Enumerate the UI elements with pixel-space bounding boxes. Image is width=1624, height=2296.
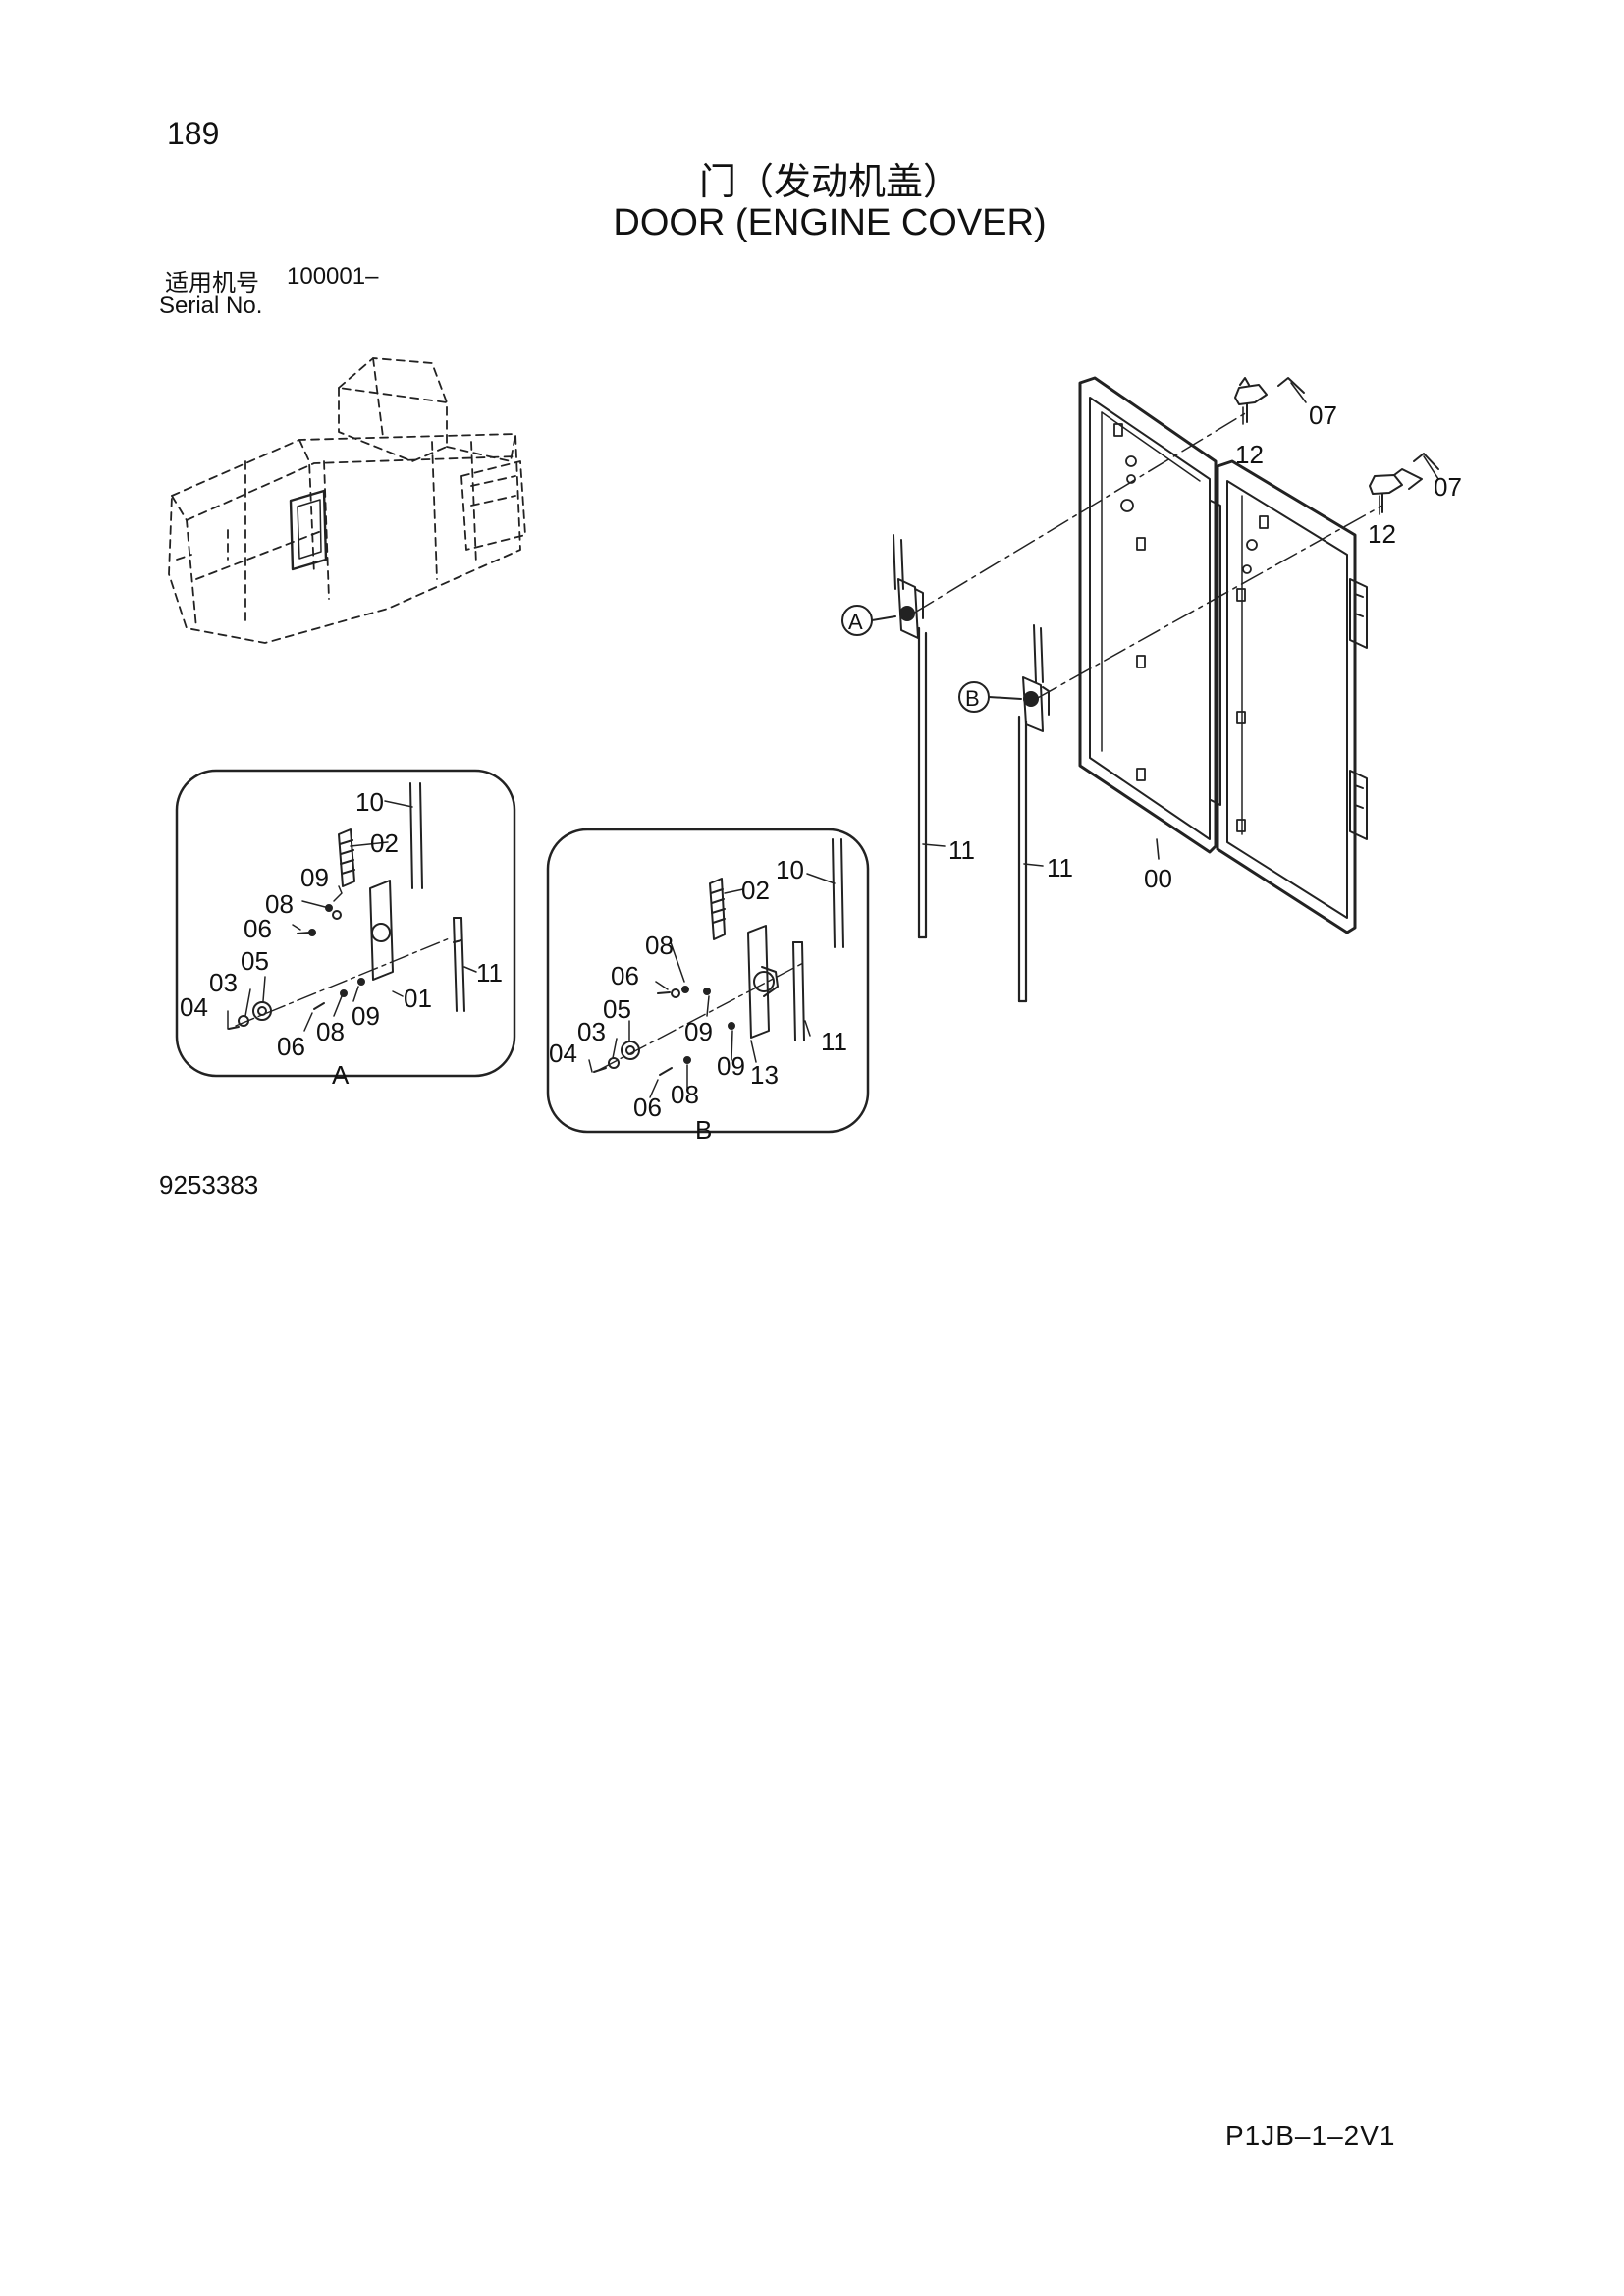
detail-a-callout-08-upper: 08 [265,889,294,919]
detail-marker-b [958,681,1022,713]
callout-07-lower: 07 [1434,472,1462,502]
detail-b-callout-04: 04 [549,1039,577,1068]
door-fastener-holes [1113,423,1269,832]
detail-a-callout-10: 10 [355,787,384,817]
detail-b-drawing [593,838,844,1076]
callout-11-rod-b: 11 [1047,853,1073,882]
detail-a-callout-03: 03 [209,968,238,997]
detail-b-callout-02: 02 [741,876,770,905]
detail-b-callout-05: 05 [603,994,631,1024]
detail-b-frame [546,828,870,1134]
latch-rod-a [917,626,928,939]
callout-00-door: 00 [1144,864,1172,893]
detail-b-callout-11: 11 [821,1027,847,1056]
detail-a-callout-09-upper: 09 [300,863,329,892]
detail-a-callout-04: 04 [180,992,208,1022]
latch-rod-b [1017,715,1028,1003]
detail-b-leaders [588,873,836,1098]
latch-assembly-b [1022,624,1050,732]
drawing-number: 9253383 [159,1170,259,1200]
serial-label-chinese: 适用机号 [165,269,259,296]
serial-value: 100001– [287,263,379,290]
detail-b-callout-06-upper: 06 [611,961,639,990]
detail-b-callout-10: 10 [776,855,804,884]
detail-a-callout-06-lower: 06 [277,1032,305,1061]
engine-door-highlight [289,489,328,571]
assembly-center-lines [912,411,1383,700]
detail-a-frame [175,769,516,1078]
page-title-chinese: 门（发动机盖） [698,160,960,203]
door-panel-right [1216,459,1357,934]
detail-a-leaders [227,800,477,1032]
page-code: P1JB–1–2V1 [1225,2120,1396,2151]
door-handle-upper [1234,377,1305,423]
detail-b-callout-08-upper: 08 [645,931,674,960]
callout-12-lower: 12 [1368,519,1396,549]
door-handle-lower [1369,453,1439,513]
main-view-leaders [922,382,1439,867]
latch-assembly-a [893,534,924,639]
detail-a-caption: A [332,1060,350,1090]
detail-b-callout-09-lower: 09 [717,1051,745,1081]
detail-a-callout-05: 05 [241,946,269,976]
detail-a-callout-11: 11 [476,958,503,988]
detail-a-callout-09-lower: 09 [352,1001,380,1031]
detail-b-centerline [598,961,806,1071]
detail-a-centerline [235,936,453,1027]
callout-11-rod-a: 11 [948,835,975,865]
door-hinges [1210,500,1368,840]
detail-marker-a [841,605,896,636]
serial-label: Serial No. [159,293,263,319]
page-number: 189 [167,116,220,151]
detail-a-callout-06-upper: 06 [244,914,272,943]
detail-marker-a-letter: A [848,610,863,634]
machine-overview-illustration [168,357,526,644]
callout-12-upper: 12 [1235,440,1264,469]
detail-b-callout-09-upper: 09 [684,1017,713,1046]
detail-b-caption: B [695,1115,712,1145]
callout-07-upper: 07 [1309,400,1337,430]
detail-b-callout-08-lower: 08 [671,1080,699,1109]
detail-b-callout-13: 13 [750,1060,779,1090]
detail-marker-b-letter: B [965,686,980,711]
detail-a-callout-01: 01 [404,984,432,1013]
page-title: DOOR (ENGINE COVER) [613,202,1047,243]
detail-a-callout-02: 02 [370,828,399,858]
detail-b-callout-03: 03 [577,1017,606,1046]
detail-b-callout-06-lower: 06 [633,1093,662,1122]
detail-a-callout-08-lower: 08 [316,1017,345,1046]
